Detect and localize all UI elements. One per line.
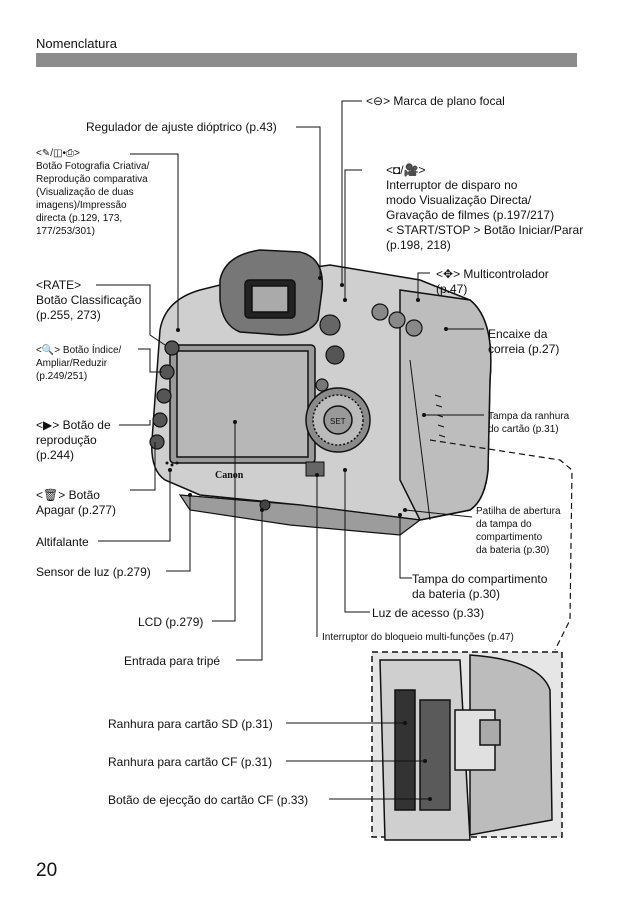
label-cf-slot: Ranhura para cartão CF (p.31) bbox=[108, 755, 273, 769]
label-multicontroller: <✥> Multicontrolador (p.47) bbox=[436, 267, 549, 296]
card-slot-cover bbox=[409, 359, 446, 521]
label-creative: <✎/◫•⎙> Botão Fotografia Criativa/ Repro… bbox=[36, 148, 150, 237]
label-focal-plane: <⊖> Marca de plano focal bbox=[366, 94, 505, 108]
card-compartment-inset bbox=[371, 651, 563, 841]
quick-control-dial bbox=[305, 387, 371, 453]
label-rate: <RATE> Botão Classificação (p.255, 273) bbox=[36, 278, 142, 322]
label-index: <🔍> Botão Índice/ Ampliar/Reduzir (p.249… bbox=[36, 345, 122, 382]
label-speaker: Altifalante bbox=[36, 535, 89, 549]
leader-lines bbox=[96, 100, 484, 800]
label-sd-slot: Ranhura para cartão SD (p.31) bbox=[108, 717, 273, 731]
header-bar bbox=[36, 53, 577, 67]
label-cf-eject: Botão de ejecção do cartão CF (p.33) bbox=[108, 793, 309, 807]
label-dioptric: Regulador de ajuste dióptrico (p.43) bbox=[86, 120, 277, 134]
left-buttons bbox=[149, 340, 180, 450]
brand-label: Canon bbox=[215, 470, 244, 481]
label-delete: <🗑> Botão Apagar (p.277) bbox=[36, 488, 117, 517]
label-tripod: Entrada para tripé bbox=[124, 654, 221, 668]
lock-switch bbox=[305, 461, 325, 477]
tripod-socket bbox=[259, 499, 271, 511]
label-lock: Interruptor do bloqueio multi-funções (p… bbox=[322, 632, 514, 643]
eyecup bbox=[219, 249, 324, 336]
speaker-holes bbox=[165, 461, 179, 467]
label-access-lamp: Luz de acesso (p.33) bbox=[372, 606, 485, 620]
set-label: SET bbox=[330, 417, 346, 426]
page-number: 20 bbox=[36, 860, 58, 881]
label-light-sensor: Sensor de luz (p.279) bbox=[36, 565, 151, 579]
label-battery-cover: Tampa do compartimento da bateria (p.30) bbox=[412, 572, 548, 601]
label-lcd: LCD (p.279) bbox=[138, 615, 204, 629]
page-header: Nomenclatura bbox=[36, 36, 117, 51]
label-card-slot-cover: Tampa da ranhura do cartão (p.31) bbox=[488, 411, 570, 435]
top-buttons bbox=[315, 303, 423, 392]
label-liveview: <◘/🎥> Interruptor de disparo no modo Vis… bbox=[386, 163, 584, 252]
label-playback: <▶> Botão de reprodução (p.244) bbox=[36, 418, 111, 462]
label-strap: Encaixe da correia (p.27) bbox=[488, 327, 560, 356]
label-battery-lever: Patilha de abertura da tampa do comparti… bbox=[476, 506, 561, 556]
